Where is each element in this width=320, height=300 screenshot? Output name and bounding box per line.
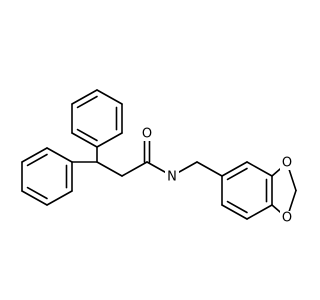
bond-ch2-to-benzodioxole — [196, 161, 223, 177]
bond — [71, 132, 98, 148]
dioxole-oxygen-lower-label: O — [282, 211, 292, 226]
bond — [221, 204, 248, 220]
aromatic-inner-bond — [26, 153, 48, 167]
aromatic-inner-bond — [76, 95, 98, 109]
phenyl-ring-lower — [21, 147, 73, 206]
atom-label-amide-nitrogen: N — [165, 170, 179, 185]
bond — [96, 89, 123, 105]
bond — [96, 132, 123, 148]
bond — [46, 147, 73, 163]
bond — [246, 204, 273, 220]
aromatic-inner-bond — [226, 200, 248, 214]
aromatic-inner-bond — [226, 167, 248, 181]
atom-label-carbonyl-oxygen: O — [140, 127, 154, 142]
bond — [221, 161, 248, 177]
phenyl-ring-upper — [71, 89, 123, 148]
bond-ch2-to-carbonyl — [121, 161, 148, 177]
aromatic-inner-bond — [76, 128, 98, 142]
benzodioxole-benzene-ring — [221, 161, 273, 220]
bond — [46, 190, 73, 206]
aromatic-inner-bond — [26, 186, 48, 200]
bond — [246, 161, 273, 177]
bond — [21, 147, 48, 163]
dioxole-oxygen-upper-label: O — [282, 156, 292, 171]
carbonyl-oxygen-label: O — [142, 127, 152, 142]
bond — [21, 190, 48, 206]
bond — [71, 89, 98, 105]
amide-nitrogen-label: N — [167, 170, 177, 185]
bond-ch-to-ch2 — [96, 161, 123, 177]
atom-label-dioxole-oxygen-lower: O — [280, 211, 294, 226]
chemical-structure-diagram: O N O O — [21, 89, 297, 226]
atom-label-dioxole-oxygen-upper: O — [280, 156, 294, 171]
